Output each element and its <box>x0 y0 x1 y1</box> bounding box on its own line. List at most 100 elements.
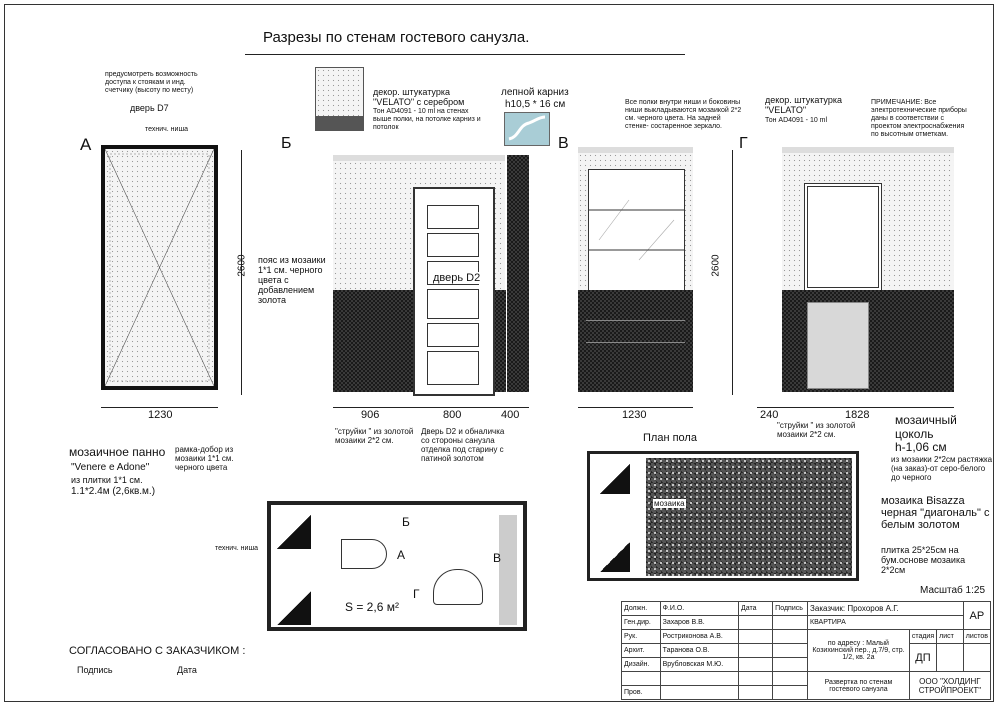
cornice-profile <box>504 112 550 146</box>
dim-line-g-h <box>732 150 733 395</box>
floor-plan <box>587 451 859 581</box>
streams-note-2: "струйки " из золотой мозаики 2*2 см. <box>777 421 856 439</box>
dim-2600-a: 2600 <box>236 254 248 277</box>
dim-1828: 1828 <box>845 409 870 421</box>
drawing-sheet: Разрезы по стенам гостевого санузла. пре… <box>4 4 994 702</box>
floor-shaft-2 <box>600 542 630 572</box>
decor-plaster-2: декор. штукатурка "VELATO" <box>765 95 842 115</box>
tb-row-role <box>621 671 661 686</box>
tb-row-name <box>659 671 739 686</box>
tb-row-name: Таранова О.В. <box>659 643 739 658</box>
sink-icon <box>433 569 483 605</box>
area-label: S = 2,6 м² <box>345 600 399 614</box>
tb-stage-value: ДП <box>908 643 938 672</box>
plaster-sample <box>315 67 364 131</box>
plinth-sub: из мозаики 2*2см растяжка (на заказ)-от … <box>891 455 993 482</box>
door-d2-label: дверь D2 <box>433 272 481 284</box>
cornice-label: лепной карниз <box>501 87 569 98</box>
tb-row-name: Захаров В.В. <box>659 615 739 630</box>
wall-mirror <box>804 183 882 291</box>
scale-label: Масштаб 1:25 <box>920 585 986 596</box>
floor-shaft-1 <box>600 464 630 494</box>
tb-row-role: Дизайн. <box>621 657 661 672</box>
tech-niche-shaft-2 <box>277 591 311 625</box>
plan-label-v: В <box>493 551 502 565</box>
door-d2 <box>413 187 495 396</box>
tb-code: АР <box>962 601 992 630</box>
bisazza-tile: плитка 25*25см на бум.основе мозаика 2*2… <box>881 545 966 575</box>
dim-line-a-w <box>101 407 218 408</box>
decor-plaster-1-sub: Тон AD4091 - 10 ml на стенах выше полки,… <box>373 108 481 131</box>
tb-drawing: Развертка по стенам гостевого санузла <box>807 671 910 700</box>
tb-row-role: Ген.дир. <box>621 615 661 630</box>
primechanie-note: ПРИМЕЧАНИЕ: Все электротехнические прибо… <box>871 99 967 138</box>
section-label-a: А <box>80 135 92 154</box>
wall-g-upper <box>782 147 954 296</box>
dim-line-g <box>757 407 954 408</box>
door-note: Дверь D2 и обналичка со стороны санузла … <box>421 427 505 463</box>
tech-niche-label-a: технич. ниша <box>145 126 188 133</box>
tb-sheet: лист <box>936 629 964 644</box>
tb-row-role: Архит. <box>621 643 661 658</box>
cornice-size: h10,5 * 16 см <box>505 99 566 110</box>
dim-line-v <box>578 407 693 408</box>
bathroom-plan <box>267 501 527 631</box>
section-label-b: Б <box>281 135 292 152</box>
mirror-reflection <box>589 199 684 261</box>
note-access: предусмотреть возможность доступа к стоя… <box>105 71 198 94</box>
cornice-icon <box>508 115 546 141</box>
streams-note-1: "струйки " из золотой мозаики 2*2 см. <box>335 427 414 445</box>
mosaic-panel-name: "Venere e Adone" <box>71 462 150 473</box>
decor-plaster-2-sub: Тон AD4091 - 10 ml <box>765 117 828 124</box>
tb-header-name: Ф.И.О. <box>659 601 739 616</box>
panel-diagonals <box>105 149 214 386</box>
belt-note: пояс из мозаики 1*1 см. черного цвета с … <box>258 255 326 305</box>
mosaic-panel-wall <box>101 145 218 390</box>
dim-1230-v: 1230 <box>622 409 647 421</box>
tb-header-role: Должн. <box>621 601 661 616</box>
tech-niche-label-plan: технич. ниша <box>215 545 258 552</box>
mirror-niche <box>588 169 685 291</box>
wall-b-mosaic-left <box>333 290 413 392</box>
dim-line-a-h <box>241 150 242 395</box>
plan-label-a: А <box>397 548 406 562</box>
tb-sheets: листов <box>962 629 992 644</box>
tb-row-name: Врубловская М.Ю. <box>659 657 739 672</box>
wall-b-mosaic-right <box>492 290 506 392</box>
tb-row-name <box>659 685 739 700</box>
title-block: Должн. Ф.И.О. Дата Подпись Заказчик: Про… <box>621 601 992 700</box>
wall-g-mosaic <box>782 290 954 392</box>
tb-object: КВАРТИРА <box>807 615 964 630</box>
floor-mosaic-field <box>646 458 852 576</box>
plan-label-b: Б <box>402 515 410 529</box>
decor-plaster-1: декор. штукатурка "VELATO" с серебром <box>373 87 465 107</box>
wall-v-mosaic <box>578 290 693 392</box>
wall-b-niche-column <box>507 155 529 392</box>
section-label-v: В <box>558 135 569 152</box>
dim-line-b <box>333 407 529 408</box>
tb-row-name: Ростриконова А.В. <box>659 629 739 644</box>
mosaic-panel-tiles: из плитки 1*1 см. <box>71 475 143 485</box>
dim-906: 906 <box>361 409 380 421</box>
toilet-icon <box>341 539 387 569</box>
mosaic-panel-title: мозаичное панно <box>69 445 166 459</box>
wall-v-upper <box>578 147 693 296</box>
frame-note: рамка-добор из мозаики 1*1 см. черного ц… <box>175 445 234 472</box>
approved-label: СОГЛАСОВАНО С ЗАКАЗЧИКОМ : <box>69 645 246 657</box>
bisazza-note: мозаика Bisazza черная "диагональ" с бел… <box>881 495 990 531</box>
plinth-height: h-1,06 см <box>895 440 947 454</box>
tb-stage: стадия <box>908 629 938 644</box>
niche-column-plan <box>499 515 517 625</box>
tb-company: ООО "ХОЛДИНГ СТРОЙПРОЕКТ" <box>908 671 992 700</box>
dim-800: 800 <box>443 409 462 421</box>
tb-address: по адресу : Малый Козихинский пер., д.7/… <box>807 629 910 672</box>
washbasin-cabinet <box>807 302 869 389</box>
plan-label-g: Г <box>413 587 420 601</box>
tb-row-role: Пров. <box>621 685 661 700</box>
tb-header-date: Дата <box>737 601 774 616</box>
title-underline <box>245 54 685 55</box>
dim-240: 240 <box>760 409 779 421</box>
section-label-g: Г <box>739 135 748 152</box>
tb-row-role: Рук. <box>621 629 661 644</box>
door-d7-label: дверь D7 <box>130 103 169 113</box>
